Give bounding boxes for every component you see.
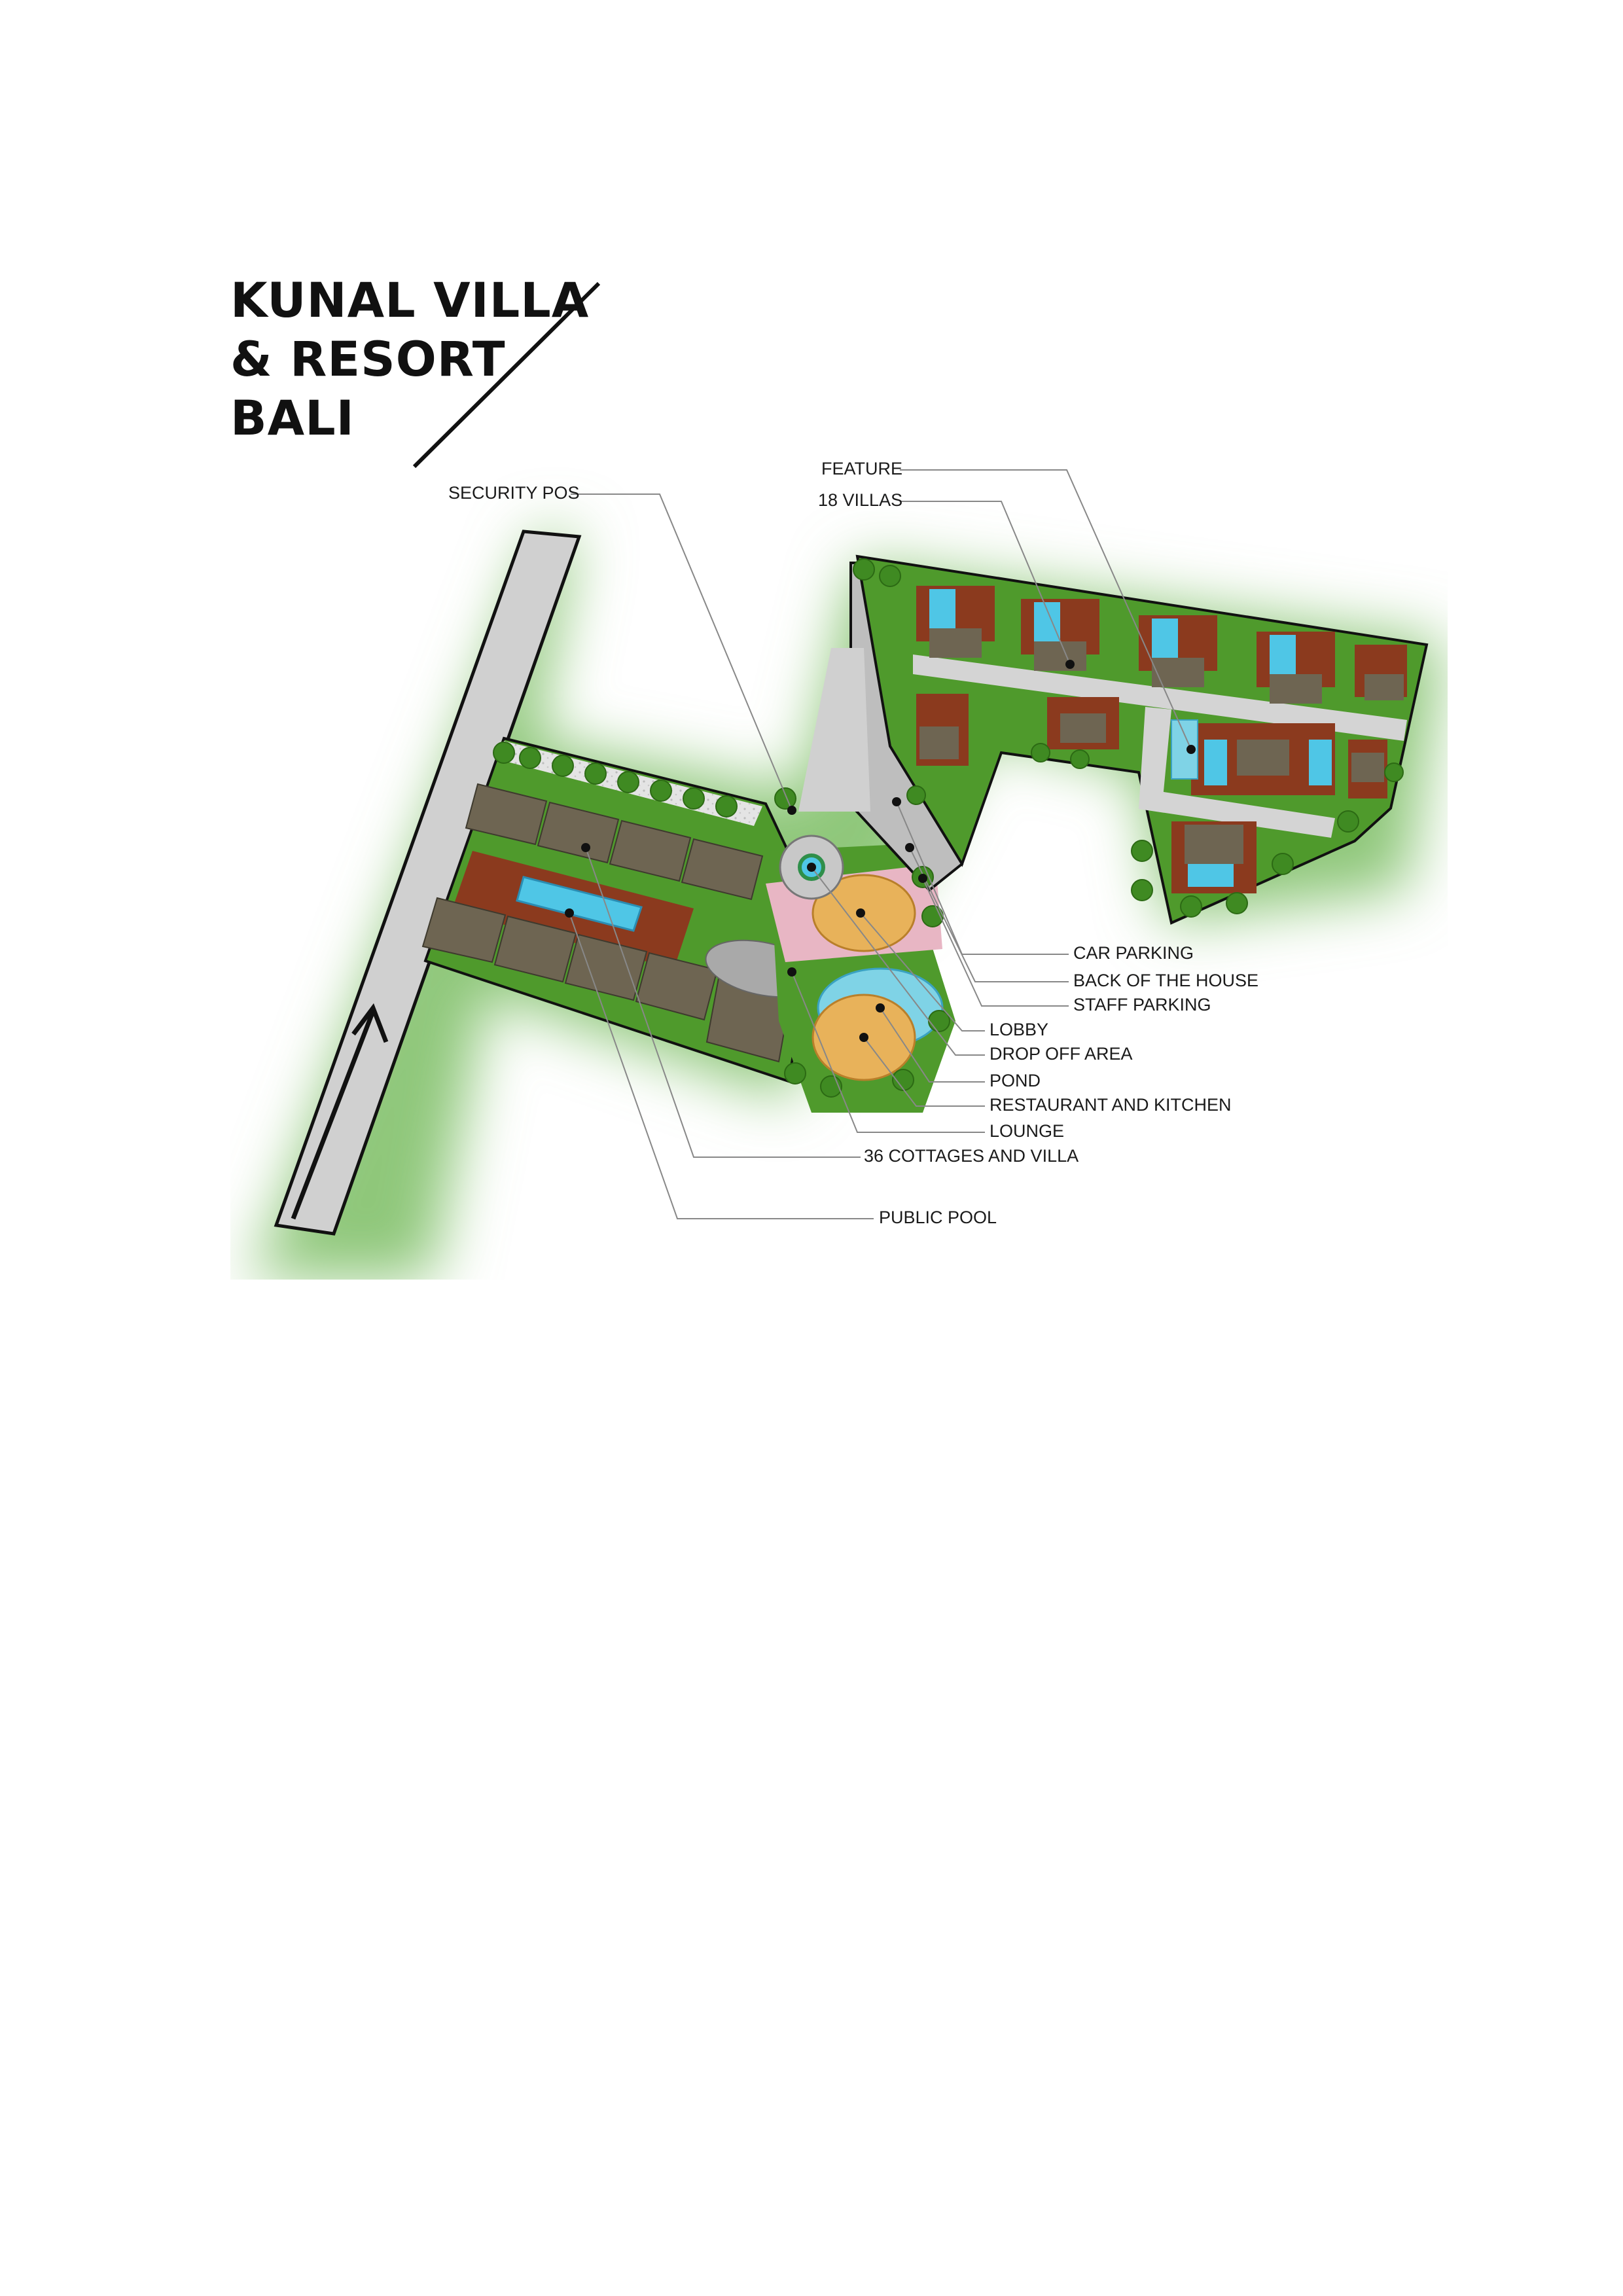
label-18-villas: 18 VILLAS [818, 490, 902, 510]
villas-middle-row [916, 694, 1387, 798]
entry-arrow-icon [291, 1003, 389, 1220]
label-staff-parking: STAFF PARKING [1073, 995, 1211, 1014]
title-line-3: BALI [230, 391, 355, 446]
villas-bottom-row [1171, 821, 1257, 893]
villa-road-lower [1139, 789, 1335, 838]
villas-top-row [916, 586, 1407, 704]
plan-labels: SECURITY POS FEATURE 18 VILLAS CAR PARKI… [448, 459, 1258, 1227]
page-title: KUNAL VILLA & RESORT BALI [230, 272, 589, 448]
title-line-1: KUNAL VILLA [230, 273, 590, 329]
access-road [274, 529, 582, 1236]
label-lounge: LOUNGE [990, 1121, 1064, 1141]
label-car-parking: CAR PARKING [1073, 943, 1194, 963]
cottages-lower-row [421, 897, 793, 1063]
label-back-of-house: BACK OF THE HOUSE [1073, 971, 1258, 990]
cottages-upper-row [465, 783, 764, 901]
label-pond: POND [990, 1071, 1041, 1090]
label-drop-off-area: DROP OFF AREA [990, 1044, 1133, 1064]
label-feature: FEATURE [821, 459, 902, 478]
label-lobby: LOBBY [990, 1020, 1048, 1039]
label-restaurant-kitchen: RESTAURANT AND KITCHEN [990, 1095, 1232, 1115]
villa-road-upper [913, 655, 1407, 741]
title-diagonal-line [412, 281, 601, 469]
leader-dots [565, 660, 1196, 1042]
leader-lines [569, 469, 1192, 1219]
label-36-cottages-villa: 36 COTTAGES AND VILLA [864, 1146, 1079, 1166]
villa-road-spine [1139, 707, 1171, 812]
staff-parking [798, 648, 870, 812]
label-security-pos: SECURITY POS [448, 483, 580, 503]
title-line-2: & RESORT [230, 332, 506, 387]
label-public-pool: PUBLIC POOL [879, 1208, 997, 1227]
